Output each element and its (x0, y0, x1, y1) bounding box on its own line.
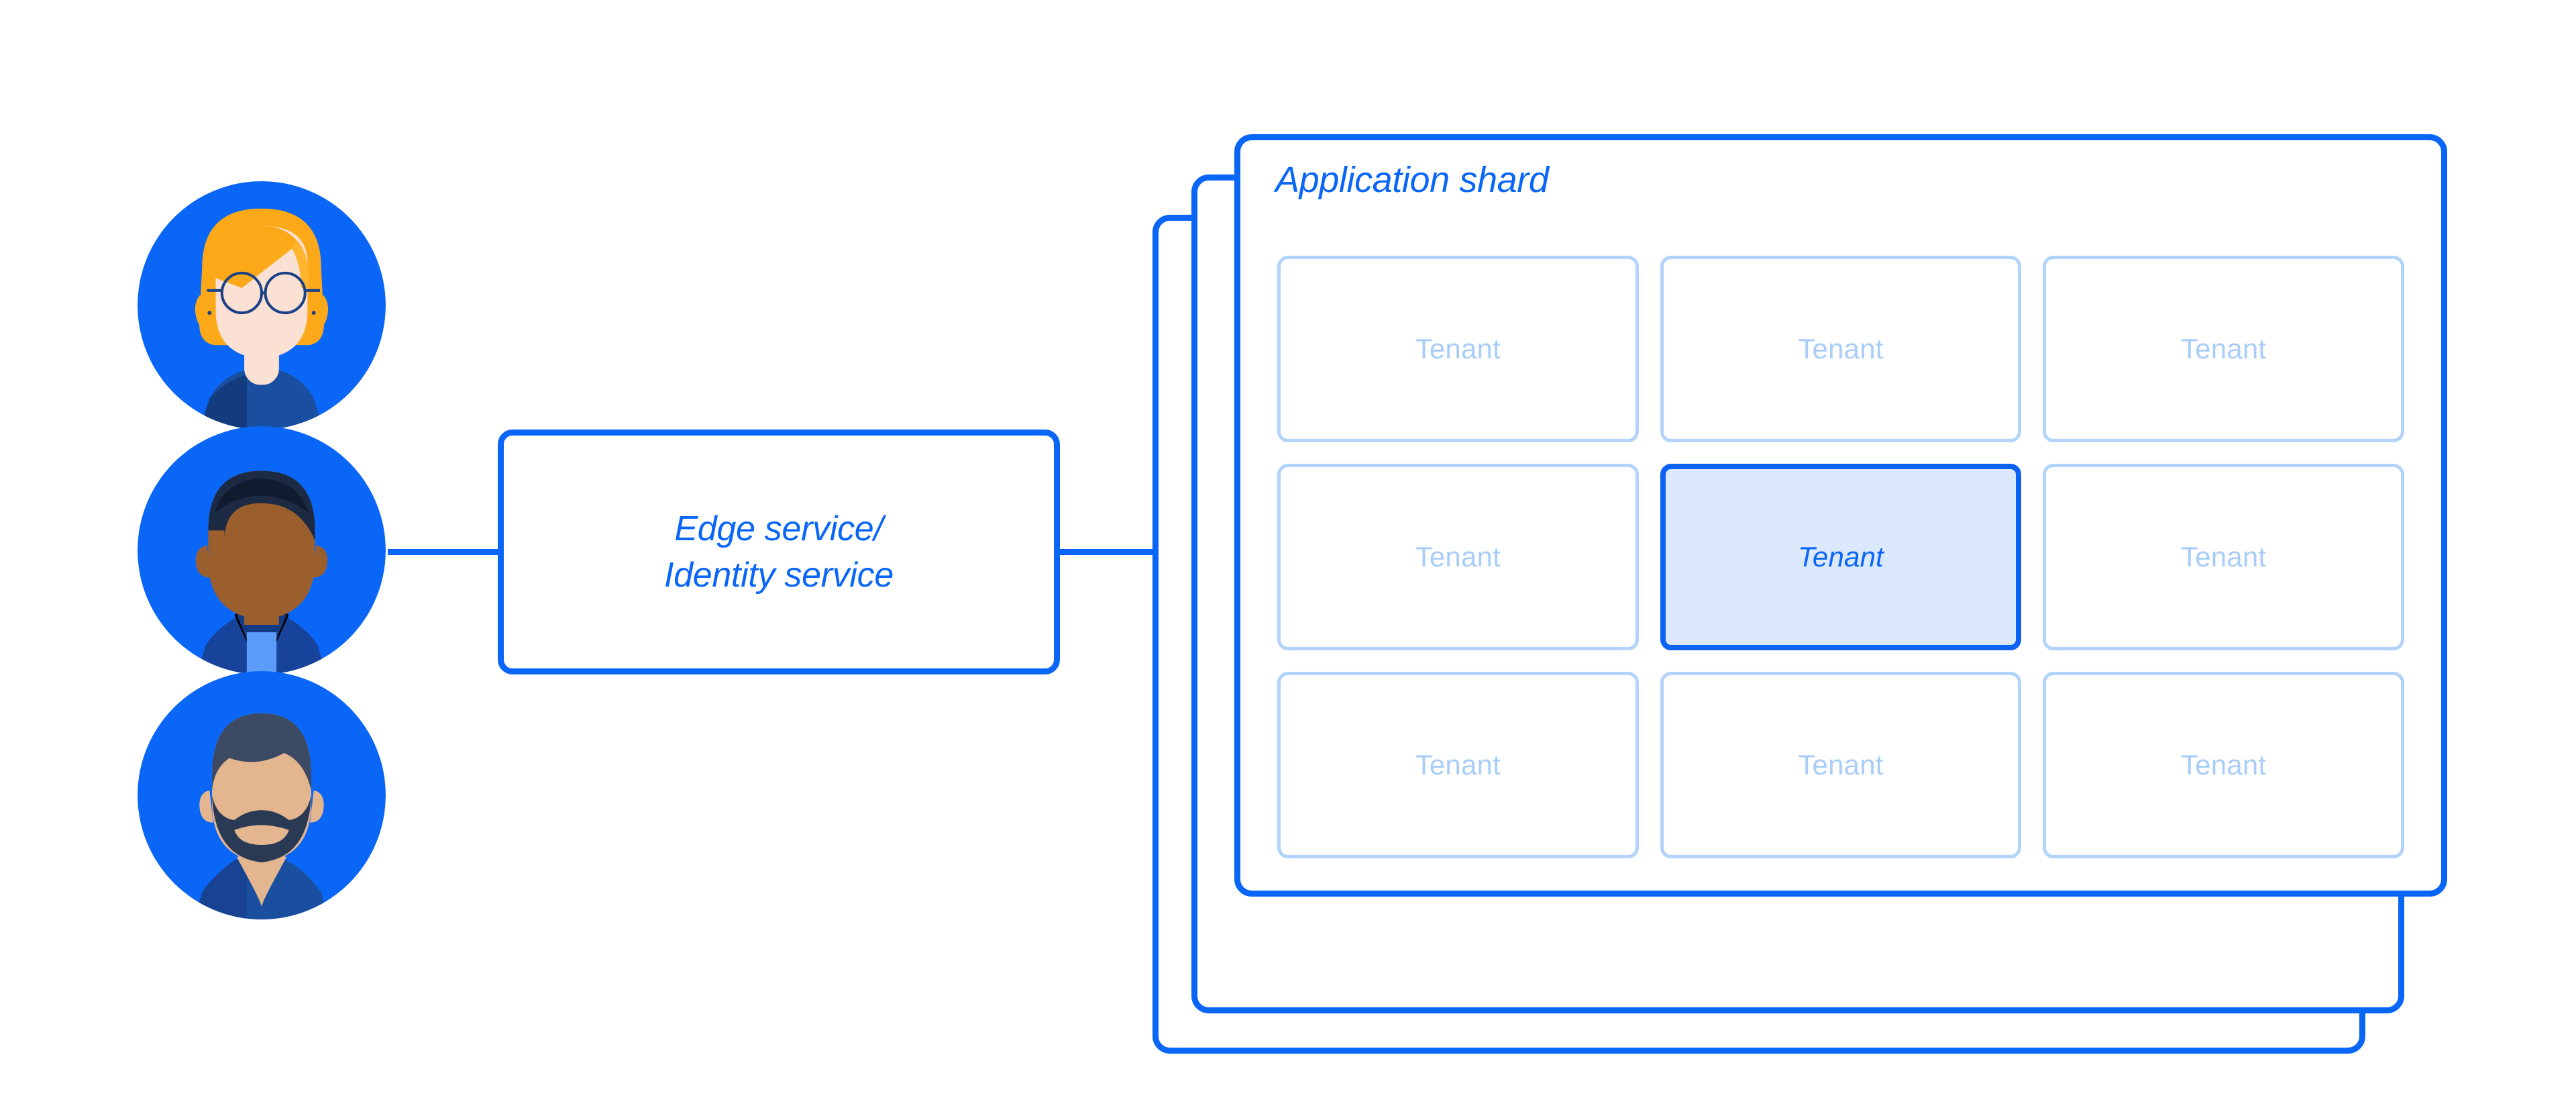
avatar-man-beard (138, 671, 386, 919)
tenant-cell-active[interactable]: Tenant (1660, 464, 2022, 650)
shard-title: Application shard (1275, 160, 1549, 200)
edge-service-box[interactable]: Edge service/ Identity service (498, 430, 1060, 674)
edge-service-label: Edge service/ Identity service (663, 509, 894, 595)
avatar-woman-glasses (138, 181, 386, 430)
tenant-cell[interactable]: Tenant (1277, 672, 1639, 858)
tenant-label: Tenant (1798, 749, 1884, 781)
tenant-label: Tenant (1415, 541, 1501, 572)
tenant-cell[interactable]: Tenant (2043, 672, 2404, 858)
tenant-grid: Tenant Tenant Tenant Tenant Tenant Tenan… (1277, 256, 2404, 858)
tenant-label: Tenant (1797, 541, 1884, 572)
tenant-label: Tenant (1415, 749, 1501, 781)
tenant-cell[interactable]: Tenant (2043, 464, 2404, 650)
tenant-cell[interactable]: Tenant (1277, 464, 1639, 650)
shard-card-front[interactable]: Application shard Tenant Tenant Tenant T… (1234, 134, 2447, 897)
tenant-cell[interactable]: Tenant (1660, 256, 2022, 442)
tenant-label: Tenant (1798, 333, 1884, 364)
users-group (138, 174, 392, 926)
tenant-label: Tenant (1415, 333, 1501, 364)
tenant-label: Tenant (2181, 749, 2267, 781)
avatar-man-short-hair (138, 426, 386, 674)
tenant-label: Tenant (2181, 333, 2267, 364)
tenant-cell[interactable]: Tenant (1277, 256, 1639, 442)
tenant-cell[interactable]: Tenant (2043, 256, 2404, 442)
tenant-cell[interactable]: Tenant (1660, 672, 2022, 858)
tenant-label: Tenant (2181, 541, 2267, 572)
application-shard-stack: Application shard Tenant Tenant Tenant T… (1152, 134, 2447, 1054)
connector-users-to-edge (388, 549, 502, 555)
connector-edge-to-shard (1057, 549, 1177, 555)
